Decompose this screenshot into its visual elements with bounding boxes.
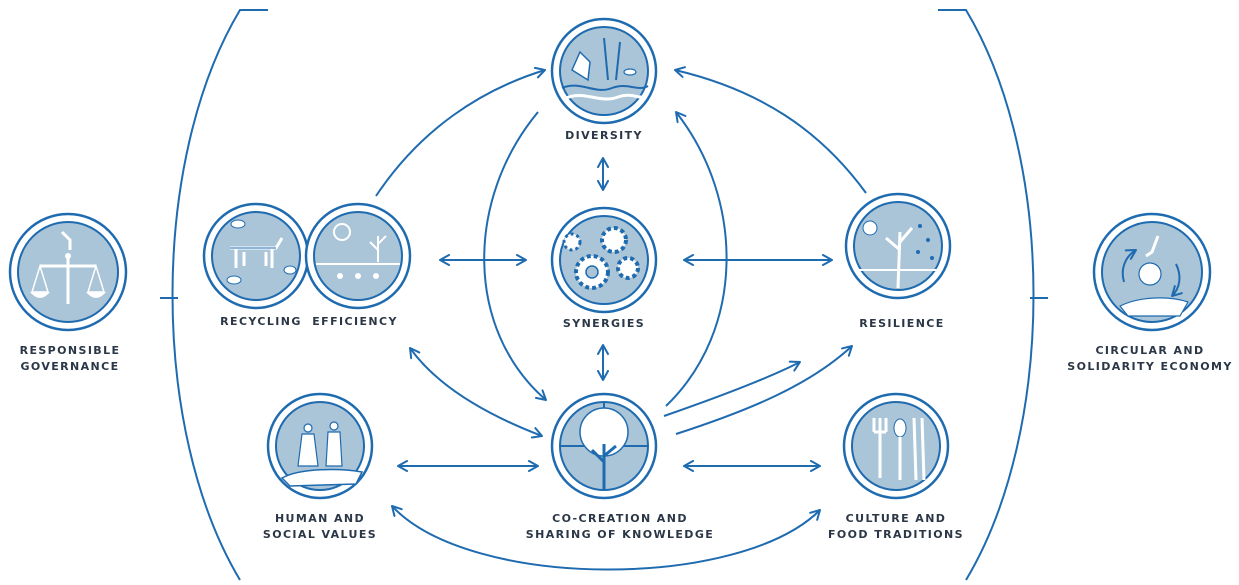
circular-economy-label: CIRCULAR AND SOLIDARITY ECONOMY [1067,343,1233,375]
culture-food-label-line1: CULTURE AND [845,512,947,525]
outer-brackets [160,9,1048,581]
human-social-label: HUMAN AND SOCIAL VALUES [263,511,377,543]
diversity-label: DIVERSITY [565,129,643,142]
arrow-recycling-to-diversity [375,66,546,197]
recycling-efficiency-label: RECYCLING EFFICIENCY [220,315,398,328]
arrow-cocreation-resilience [663,360,801,417]
culture-food-icon [842,392,950,500]
efficiency-icon [304,202,412,310]
culture-food-label-line2: FOOD TRADITIONS [828,528,964,541]
arrow-recycling-cocreation [409,347,543,439]
recycling-icon [202,202,310,310]
right-bracket [938,9,1035,581]
connections [375,66,867,571]
co-creation-label-line1: CO-CREATION AND [552,512,688,525]
governance-icon [8,212,128,332]
circular-economy-label-line1: CIRCULAR AND [1095,344,1205,357]
circular-economy-icon [1092,212,1212,332]
arrow-cocreation-to-diversity [665,111,728,407]
arrow-diversity-to-cocreation [483,111,547,401]
culture-food-label: CULTURE AND FOOD TRADITIONS [828,511,964,543]
left-bracket [171,9,268,581]
circular-economy-label-line2: SOLIDARITY ECONOMY [1067,360,1233,373]
resilience-icon [844,192,952,300]
human-social-label-line2: SOCIAL VALUES [262,528,378,541]
arrow-human-culture [391,505,821,571]
arrow-resilience-to-diversity [674,66,867,194]
co-creation-label-line2: SHARING OF KNOWLEDGE [525,528,715,541]
diversity-icon [550,17,658,125]
governance-label-line2: GOVERNANCE [20,360,120,373]
human-social-icon [266,392,374,500]
synergies-icon [550,206,658,314]
synergies-label: SYNERGIES [562,317,646,330]
resilience-label: RESILIENCE [859,317,945,330]
co-creation-label: CO-CREATION AND SHARING OF KNOWLEDGE [526,511,714,543]
human-social-label-line1: HUMAN AND [274,512,366,525]
co-creation-icon [550,392,658,500]
arrow-resilience-from-cocreation [675,345,853,435]
governance-label-line1: RESPONSIBLE [19,344,121,357]
governance-label: RESPONSIBLE GOVERNANCE [20,343,121,375]
